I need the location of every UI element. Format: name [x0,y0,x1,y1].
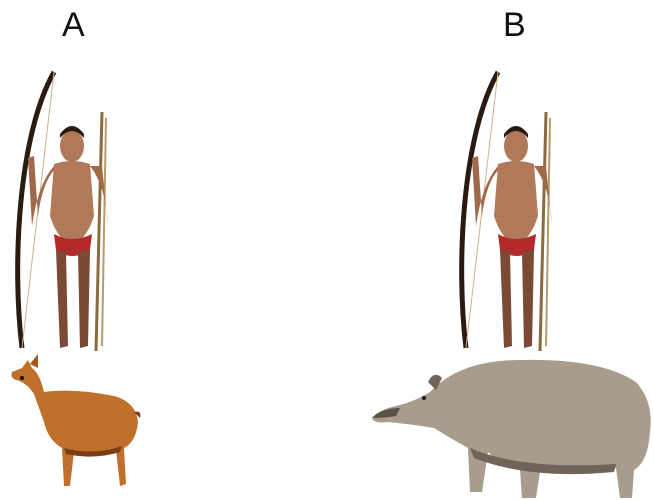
right-leg [522,250,534,348]
hunter-illustration [462,72,552,351]
tapir-illustration [370,352,654,500]
deer-eye [20,376,24,380]
bow-icon [462,72,498,348]
torso [494,161,538,244]
hunter-illustration [18,72,108,351]
right-leg [78,250,90,348]
torso [50,161,94,244]
bow-icon [18,72,54,348]
arrow-shaft [546,118,550,346]
hunter-figure-a [8,66,118,358]
panel-label-a: A [62,8,85,42]
deer-ear [30,354,38,368]
arrow-shaft [540,112,546,351]
tapir-body [372,360,651,498]
head [60,130,84,162]
left-leg [500,250,512,348]
arrow-shaft [102,118,106,346]
deer-illustration [4,352,144,492]
arrow-shaft [96,112,102,351]
tapir-eye [422,396,426,400]
deer-body [12,360,139,486]
panel-label-b: B [503,8,526,42]
hunter-figure-b [452,66,562,358]
head [504,130,528,162]
left-leg [56,250,68,348]
